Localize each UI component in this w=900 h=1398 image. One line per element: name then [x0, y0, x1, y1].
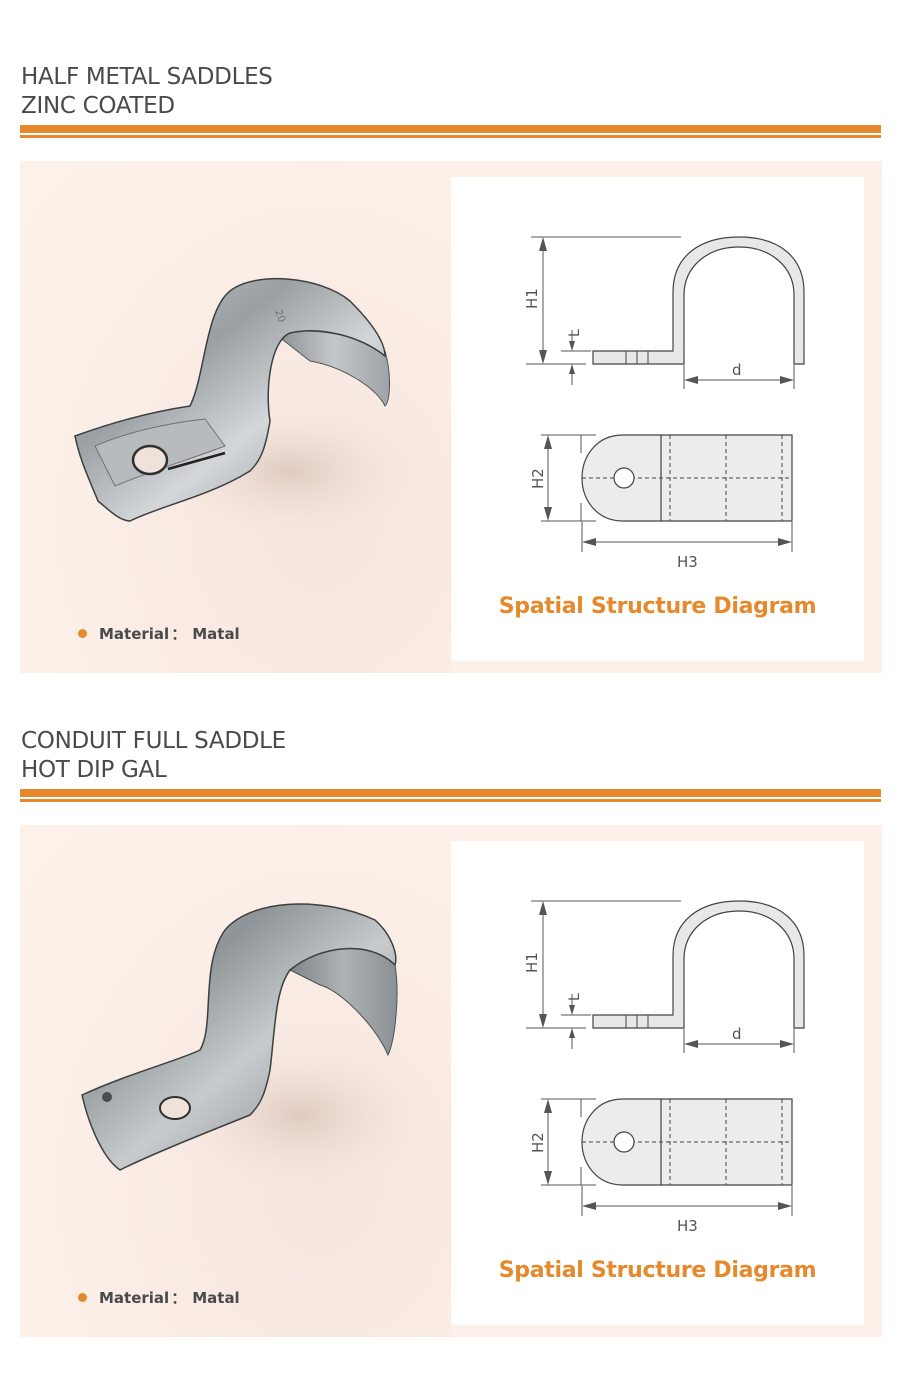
- material-label: Material: [99, 624, 170, 643]
- product-section-half-metal-saddle: HALF METAL SADDLES ZINC COATED: [0, 0, 900, 690]
- dim-label-h2: H2: [529, 1132, 547, 1153]
- top-view-diagram: H2 H3: [529, 434, 793, 571]
- section-title: CONDUIT FULL SADDLE HOT DIP GAL: [21, 727, 286, 785]
- title-divider-thick: [20, 125, 881, 133]
- title-divider-thick: [20, 789, 881, 797]
- dim-label-l: L: [567, 329, 583, 337]
- product-panel: 20 Material ： Matal: [20, 161, 882, 673]
- product-panel: Material ： Matal: [20, 825, 882, 1337]
- product-section-conduit-full-saddle: CONDUIT FULL SADDLE HOT DIP GAL: [0, 664, 900, 1364]
- structure-diagram-box: H1 L d: [451, 841, 864, 1325]
- side-view-diagram: H1 L d: [523, 236, 805, 389]
- dim-label-h3: H3: [677, 553, 698, 571]
- material-separator: ：: [171, 1289, 187, 1307]
- title-divider-thin: [20, 799, 881, 802]
- product-photo: [20, 825, 451, 1337]
- dim-label-h2: H2: [529, 468, 547, 489]
- structure-diagram-box: H1 L d: [451, 177, 864, 661]
- material-value: Matal: [192, 1288, 240, 1307]
- dim-label-l: L: [567, 993, 583, 1001]
- top-view-diagram: H2 H3: [529, 1098, 793, 1235]
- title-line-2: HOT DIP GAL: [21, 757, 167, 783]
- material-separator: ：: [171, 625, 187, 643]
- material-value: Matal: [192, 624, 240, 643]
- section-title: HALF METAL SADDLES ZINC COATED: [21, 63, 273, 121]
- title-line-2: ZINC COATED: [21, 93, 175, 119]
- dim-label-d: d: [732, 361, 742, 379]
- material-spec: Material ： Matal: [78, 623, 240, 644]
- product-photo: 20: [20, 161, 451, 673]
- dim-label-h1: H1: [523, 952, 541, 973]
- bullet-dot-icon: [78, 629, 87, 638]
- material-label: Material: [99, 1288, 170, 1307]
- bullet-dot-icon: [78, 1293, 87, 1302]
- material-spec: Material ： Matal: [78, 1287, 240, 1308]
- half-saddle-photo-illustration: 20: [74, 277, 430, 541]
- title-line-1: HALF METAL SADDLES: [21, 64, 273, 90]
- dim-label-h1: H1: [523, 288, 541, 309]
- diagram-caption: Spatial Structure Diagram: [498, 1258, 817, 1283]
- diagram-caption: Spatial Structure Diagram: [498, 594, 817, 619]
- side-view-diagram: H1 L d: [523, 900, 805, 1053]
- title-line-1: CONDUIT FULL SADDLE: [21, 728, 286, 754]
- dim-label-d: d: [732, 1025, 742, 1043]
- full-saddle-photo-illustration: [81, 903, 440, 1195]
- title-divider-thin: [20, 135, 881, 138]
- dim-label-h3: H3: [677, 1217, 698, 1235]
- svg-text:20: 20: [272, 308, 287, 324]
